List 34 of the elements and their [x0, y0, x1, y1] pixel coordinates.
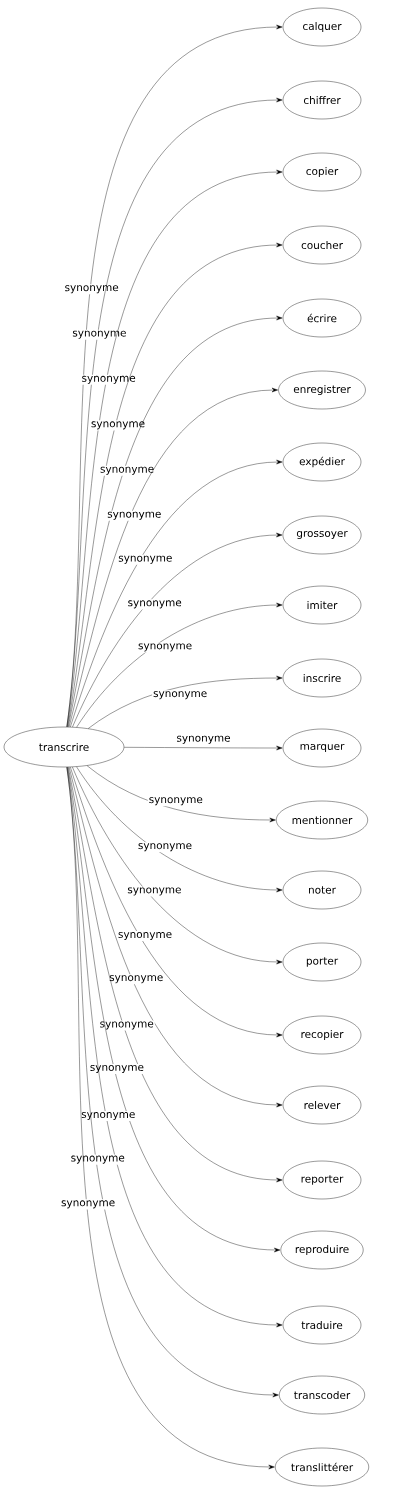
- edge-label: synonyme: [153, 691, 207, 700]
- arrow: [68, 766, 283, 1108]
- edge-label: synonyme: [138, 843, 192, 852]
- edge-label: synonyme: [128, 600, 182, 609]
- edge-label: synonyme: [71, 1155, 125, 1164]
- arrow: [68, 315, 283, 728]
- arrow: [88, 675, 283, 729]
- edge-label: synonyme: [91, 421, 145, 430]
- edge-label: synonyme: [127, 887, 181, 896]
- arrow: [70, 459, 283, 728]
- arrow: [70, 766, 283, 1038]
- edge-label: synonyme: [100, 466, 154, 475]
- edge-label: synonyme: [138, 643, 192, 652]
- edge-label: synonyme: [81, 1112, 135, 1121]
- arrow: [76, 602, 283, 728]
- edge-label: synonyme: [107, 511, 161, 520]
- arrow: [68, 766, 283, 1183]
- edge-label: synonyme: [118, 555, 172, 564]
- arrow: [76, 766, 283, 893]
- arrow: [68, 387, 278, 728]
- edge-label: synonyme: [61, 1200, 115, 1209]
- edge-label: synonyme: [72, 330, 126, 339]
- edge-label: synonyme: [82, 375, 136, 384]
- arrow: [72, 766, 283, 965]
- arrow: [86, 765, 276, 823]
- edge-label: synonyme: [65, 285, 119, 294]
- edge-label: synonyme: [109, 975, 163, 984]
- edge-label: synonyme: [177, 735, 230, 744]
- edge-label: synonyme: [90, 1065, 144, 1073]
- edge-label: synonyme: [100, 1021, 154, 1030]
- edge-label: synonyme: [149, 797, 203, 806]
- arrow: [124, 745, 283, 751]
- edge-label: synonyme: [118, 932, 172, 941]
- arrow: [72, 532, 283, 728]
